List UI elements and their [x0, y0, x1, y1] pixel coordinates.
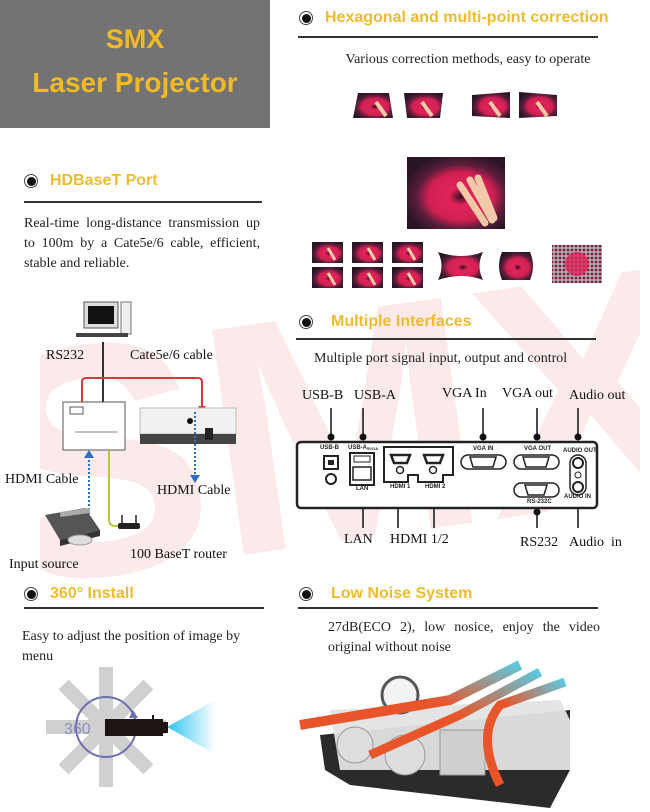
audio-in-label: Audio in: [569, 535, 622, 550]
cooling-system-image: [299, 660, 570, 808]
panel-label-hdmi1: HDMI 1: [390, 484, 411, 490]
multi-point-grid: [312, 242, 423, 288]
rear-panel-diagram: [295, 408, 599, 528]
section-divider: [296, 338, 596, 340]
light-beam: [167, 700, 215, 754]
hexagonal-description: Various correction methods, easy to oper…: [345, 52, 591, 67]
panel-label-usb-a-power: 5V/1A: [367, 446, 379, 451]
keystone-right-image: [404, 93, 443, 118]
vga-out-port: [513, 454, 560, 470]
panel-label-audio-in: AUDIO IN: [564, 494, 591, 500]
audio-out-label: Audio out: [569, 388, 626, 403]
usb-b-port: [323, 455, 339, 485]
brand-title: SMX: [105, 24, 165, 54]
interfaces-description: Multiple port signal input, output and c…: [314, 351, 568, 366]
hdbaset-heading: HDBaseT Port: [24, 172, 158, 190]
section-divider: [298, 36, 598, 38]
bullet-icon: [24, 174, 38, 188]
panel-label-rs232c: RS-232C: [527, 499, 552, 505]
keystone-bottom-image: [519, 92, 557, 118]
airflow-arrow-3: [483, 677, 567, 788]
computer-icon: [76, 301, 132, 337]
correction-examples: [312, 92, 602, 288]
panel-label-vga-out: VGA OUT: [524, 446, 552, 452]
product-title: Laser Projector: [32, 67, 238, 98]
hdmi-label: HDMI 1/2: [390, 532, 449, 547]
section-divider: [24, 607, 264, 609]
hexagonal-title: Hexagonal and multi-point correction: [325, 9, 609, 26]
barrel-image: [499, 252, 533, 280]
bullet-icon: [299, 11, 313, 25]
vga-in-port: [460, 454, 507, 470]
hexagonal-heading: Hexagonal and multi-point correction: [299, 9, 609, 27]
panel-label-usb-b: USB-B: [320, 445, 339, 451]
cat-cable-label: Cate5e/6 cable: [130, 348, 213, 363]
panel-label-audio-out: AUDIO OUT: [563, 448, 597, 454]
bullet-icon: [24, 587, 38, 601]
keystone-left-image: [353, 93, 393, 118]
keystone-top-image: [472, 92, 510, 118]
airflow-arrow-2: [368, 668, 543, 760]
router-icon: [118, 515, 140, 529]
section-divider: [24, 201, 262, 203]
ethernet-cable: [108, 450, 120, 527]
cat-cable: [81, 377, 203, 408]
section-divider: [298, 607, 598, 609]
rotation-label: 360: [64, 721, 91, 738]
pincushion-image: [438, 252, 483, 280]
interfaces-title: Multiple Interfaces: [331, 313, 472, 330]
panel-label-vga-in: VGA IN: [473, 446, 494, 452]
install360-diagram: 360: [46, 667, 215, 787]
usb-b-label: USB-B: [302, 388, 344, 403]
projector-icon: [105, 719, 163, 736]
hdmi-cable-in-label: HDMI Cable: [5, 472, 79, 487]
usb-a-lan-port: [349, 452, 375, 486]
interfaces-heading: Multiple Interfaces: [299, 313, 471, 331]
hdbaset-title: HDBaseT Port: [50, 172, 158, 189]
lan-label: LAN: [344, 532, 373, 547]
low-noise-title: Low Noise System: [331, 585, 473, 602]
install360-heading: 360° Install: [24, 585, 134, 603]
router-label: 100 BaseT router: [130, 547, 227, 562]
rs232-port: [513, 482, 560, 498]
audio-ports: [569, 454, 587, 496]
dot-grid-image: [552, 245, 602, 283]
vga-out-label: VGA out: [502, 386, 553, 401]
bullet-icon: [299, 315, 313, 329]
bullet-icon: [299, 587, 313, 601]
dvd-player-icon: [45, 507, 100, 546]
install360-title: 360° Install: [50, 585, 134, 602]
original-image: [407, 157, 505, 229]
panel-label-hdmi2: HDMI 2: [425, 484, 446, 490]
hdmi-ports: [383, 446, 454, 483]
rs232-port-label: RS232: [520, 535, 559, 550]
low-noise-heading: Low Noise System: [299, 585, 472, 603]
install360-description: Easy to adjust the position of image by …: [22, 629, 241, 664]
low-noise-description: 27dB(ECO 2), low nosice, enjoy the video…: [328, 620, 600, 655]
title-box: SMX Laser Projector: [0, 0, 270, 128]
rs232-label: RS232: [46, 348, 85, 363]
hdbaset-description: Real-time long-distance transmission up …: [24, 216, 260, 271]
projector-icon: [139, 407, 237, 444]
hdbaset-transmitter-icon: [62, 401, 126, 451]
vga-in-label: VGA In: [442, 386, 487, 401]
hdmi-cable-out-label: HDMI Cable: [157, 483, 231, 498]
input-source-label: Input source: [9, 557, 79, 572]
usb-a-label: USB-A: [354, 388, 397, 403]
hdbaset-diagram: [45, 301, 237, 546]
panel-label-lan: LAN: [356, 486, 369, 492]
airflow-arrow-1: [299, 660, 523, 730]
panel-label-usb-a: USB-A: [348, 445, 367, 451]
